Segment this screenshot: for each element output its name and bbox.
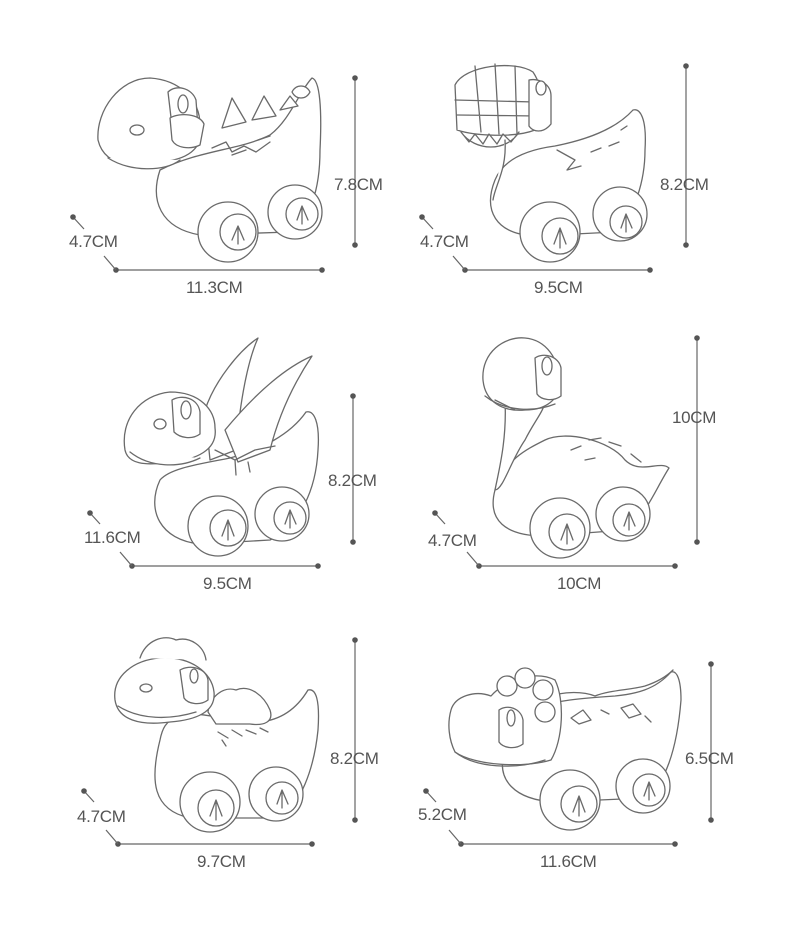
dinosaur-car-illustration-6 [423, 661, 714, 847]
toy-panel-5: 8.2CM 9.7CM 4.7CM [0, 600, 395, 900]
width-label: 10CM [557, 574, 602, 593]
toy-panel-2: 8.2CM 9.5CM 4.7CM [395, 0, 790, 300]
width-label: 9.7CM [197, 852, 246, 871]
width-label: 9.5CM [203, 574, 252, 593]
depth-label: 4.7CM [77, 807, 126, 826]
depth-label: 4.7CM [428, 531, 477, 550]
depth-label: 4.7CM [69, 232, 118, 251]
dinosaur-car-illustration-5 [81, 637, 358, 847]
dinosaur-car-illustration-1 [70, 75, 358, 273]
height-label: 8.2CM [328, 471, 377, 490]
toy-panel-6: 6.5CM 11.6CM 5.2CM [395, 600, 790, 900]
depth-label: 4.7CM [420, 232, 469, 251]
height-label: 10CM [672, 408, 717, 427]
dinosaur-car-illustration-4 [432, 335, 700, 569]
dinosaur-car-illustration-3 [87, 337, 356, 569]
toy-panel-4: 10CM 10CM 4.7CM [395, 300, 790, 600]
width-label: 11.6CM [540, 852, 597, 871]
toy-panel-3: 8.2CM 9.5CM 11.6CM [0, 300, 395, 600]
height-label: 6.5CM [685, 749, 734, 768]
height-label: 8.2CM [330, 749, 379, 768]
toy-panel-1: 7.8CM 11.3CM 4.7CM [0, 0, 395, 300]
height-label: 7.8CM [334, 175, 383, 194]
width-label: 11.3CM [186, 278, 243, 297]
height-label: 8.2CM [660, 175, 709, 194]
width-label: 9.5CM [534, 278, 583, 297]
depth-label: 11.6CM [84, 528, 141, 547]
dinosaur-car-illustration-2 [419, 63, 689, 273]
depth-label: 5.2CM [418, 805, 467, 824]
